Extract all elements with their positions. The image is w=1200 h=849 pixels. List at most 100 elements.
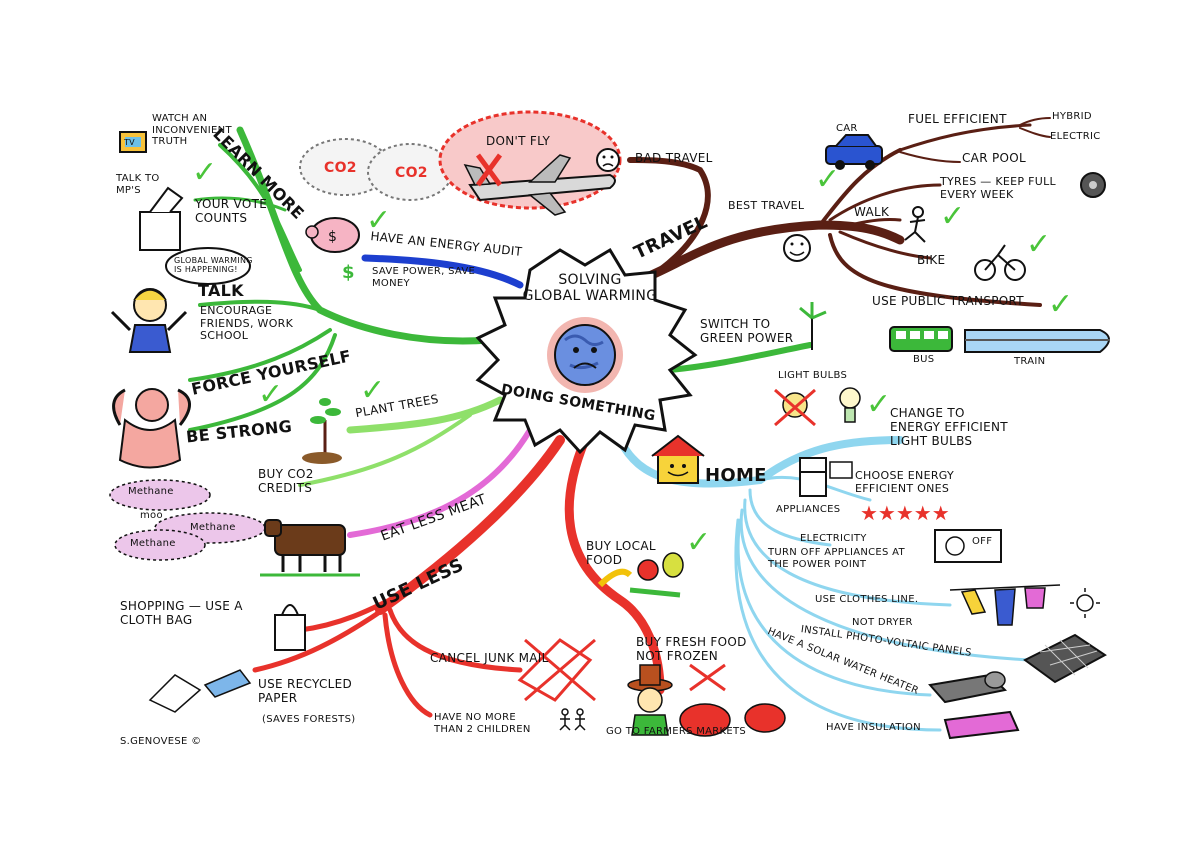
branch-red-junk xyxy=(387,607,523,673)
junk-mail-crossout xyxy=(517,638,596,702)
branch-blue-clothes xyxy=(743,498,952,607)
cloth-bag-icon xyxy=(274,604,306,651)
speech-bubble xyxy=(165,247,251,285)
label-global-warming-bubble: GLOBAL WARMING IS HAPPENING! xyxy=(174,256,253,275)
check-icon: ✓ xyxy=(360,373,386,408)
check-icon: ✓ xyxy=(192,155,218,190)
piggy-bank-icon xyxy=(305,217,360,253)
branch-red-children xyxy=(382,612,433,718)
label-bus: BUS xyxy=(913,354,935,365)
branch-brown-fuel xyxy=(898,123,1032,152)
branch-lightgreen-co2 xyxy=(298,413,472,487)
cow-icon xyxy=(260,519,360,577)
branch-lightgreen-trees xyxy=(346,396,504,434)
branch-blue-pv xyxy=(739,508,1032,662)
bicycle-icon xyxy=(974,244,1026,281)
branch-blue-audit xyxy=(361,254,524,289)
branch-green-vote xyxy=(193,196,287,212)
label-dont-fly: DON'T FLY xyxy=(486,134,551,148)
label-insulation: HAVE INSULATION xyxy=(826,722,921,733)
airplane-icon xyxy=(463,154,616,216)
train-icon xyxy=(964,329,1110,353)
bus-icon xyxy=(889,326,953,352)
branch-red-food xyxy=(564,435,665,695)
label-not-dryer: NOT DRYER xyxy=(852,617,913,628)
check-icon: ✓ xyxy=(686,525,712,560)
sun-icon xyxy=(1070,588,1100,618)
label-best-travel: BEST TRAVEL xyxy=(728,199,805,212)
label-appliances: APPLIANCES xyxy=(776,504,841,515)
check-icon: ✓ xyxy=(866,387,892,422)
power-socket-icon xyxy=(934,529,1002,563)
branch-brown-bike xyxy=(838,230,932,260)
label-methane-3: Methane xyxy=(130,538,176,549)
label-watch: WATCH AN INCONVENIENT TRUTH xyxy=(152,113,232,147)
light-bulb-icon xyxy=(774,387,861,427)
branch-brown-car xyxy=(818,148,902,227)
label-buy-fresh: BUY FRESH FOOD NOT FROZEN xyxy=(636,635,747,663)
branch-green-learn xyxy=(218,143,302,272)
check-icon: ✓ xyxy=(1048,287,1074,322)
label-talk-mps: TALK TO MP'S xyxy=(116,173,160,196)
label-walk: WALK xyxy=(854,205,890,219)
wind-turbine-icon xyxy=(799,302,827,350)
branch-talk: TALK xyxy=(198,281,244,300)
label-methane-2: Methane xyxy=(190,522,236,533)
label-bad-travel: BAD TRAVEL xyxy=(635,151,713,165)
fruit-vegetables-icon xyxy=(597,552,684,598)
branch-pink-meat xyxy=(347,427,533,538)
frozen-crossout xyxy=(689,663,726,692)
farmer-icon xyxy=(627,664,673,736)
tv-screen-text: TV xyxy=(124,138,135,147)
label-green-power: SWITCH TO GREEN POWER xyxy=(700,317,794,345)
branch-brown-hybrid xyxy=(1019,117,1051,126)
insulation-icon xyxy=(943,710,1020,740)
branch-green-power xyxy=(667,342,813,373)
label-co2-a: CO2 xyxy=(324,160,357,176)
label-tyres: TYRES — KEEP FULL EVERY WEEK xyxy=(940,175,1056,201)
label-bike: BIKE xyxy=(917,253,946,267)
check-icon: ✓ xyxy=(258,377,284,412)
branch-brown-tyres xyxy=(828,183,942,222)
label-train: TRAIN xyxy=(1014,356,1046,367)
solar-panel-icon xyxy=(1023,633,1107,684)
label-light-bulbs: LIGHT BULBS xyxy=(778,370,848,381)
label-car: CAR xyxy=(836,123,858,134)
label-buy-co2: BUY CO2 CREDITS xyxy=(258,467,314,495)
smiley-icon xyxy=(783,234,811,262)
five-star-rating: ★★★★★ xyxy=(860,501,950,525)
check-icon: ✓ xyxy=(1026,227,1052,262)
label-fuel-efficient: FUEL EFFICIENT xyxy=(908,112,1007,126)
paper-icon xyxy=(148,669,252,713)
signature: S.GENOVESE © xyxy=(120,736,202,747)
car-icon xyxy=(825,134,883,170)
label-clothes-line: USE CLOTHES LINE. xyxy=(815,594,919,605)
earth-icon xyxy=(547,317,623,393)
label-change-bulbs: CHANGE TO ENERGY EFFICIENT LIGHT BULBS xyxy=(890,406,1008,448)
tyre-icon xyxy=(1080,172,1106,198)
clothes-line-icon xyxy=(949,584,1061,626)
branch-brown-bad xyxy=(627,157,711,273)
label-save-power: SAVE POWER, SAVE MONEY xyxy=(372,266,476,289)
dollar-sign: $ xyxy=(328,229,337,245)
strongman-icon xyxy=(112,388,191,469)
branch-blue-solar xyxy=(736,518,932,697)
branch-green-force xyxy=(188,328,332,382)
label-saves-forests: (SAVES FORESTS) xyxy=(262,714,356,725)
methane-cloud xyxy=(109,479,266,561)
fridge-icon xyxy=(799,457,853,497)
branch-brown-transport xyxy=(828,233,1042,307)
branch-brown-travel xyxy=(635,220,905,285)
stick-figures xyxy=(559,708,586,731)
label-moo: moo xyxy=(140,510,163,521)
branch-brown-walk xyxy=(838,218,902,230)
label-electric: ELECTRIC xyxy=(1050,131,1101,142)
waving-person-icon xyxy=(110,288,188,353)
label-no-more-children: HAVE NO MORE THAN 2 CHILDREN xyxy=(434,712,531,735)
center-title: SOLVING GLOBAL WARMING xyxy=(522,272,658,305)
label-hybrid: HYBRID xyxy=(1052,111,1092,122)
check-icon: ✓ xyxy=(366,203,392,238)
branch-home: HOME xyxy=(705,465,767,486)
label-choose-energy: CHOOSE ENERGY EFFICIENT ONES xyxy=(855,469,955,495)
